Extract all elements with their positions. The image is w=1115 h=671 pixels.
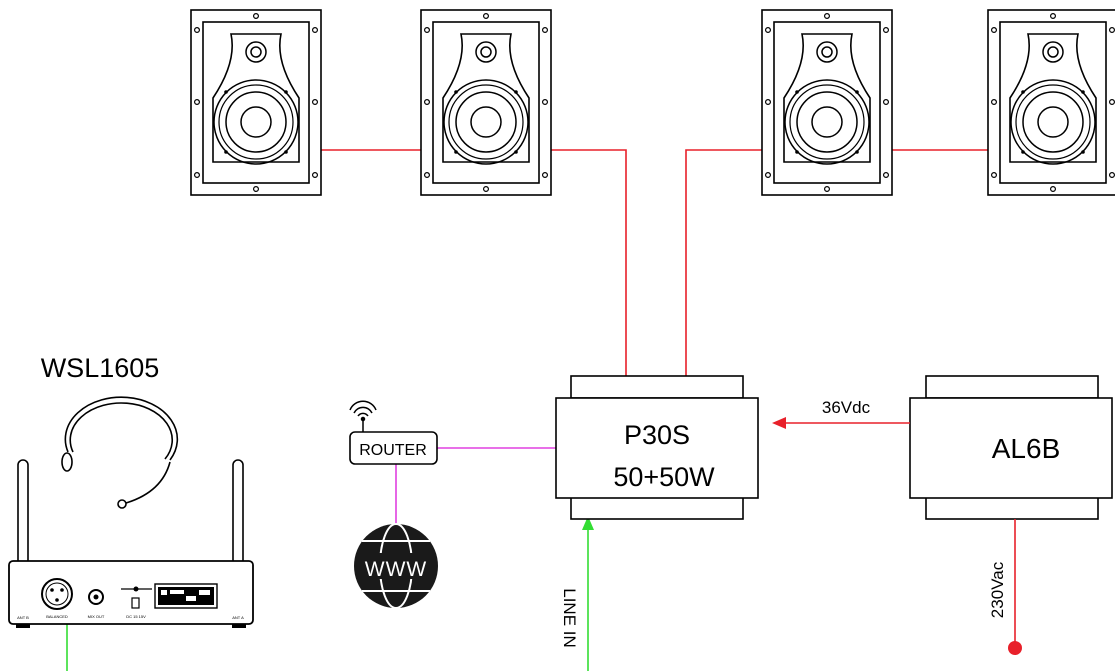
internet-globe: WWW	[354, 523, 438, 609]
wireless-receiver: ANT B BALANCED MIX OUT DC 15 15V ANT A	[8, 459, 254, 628]
headset-mic	[61, 396, 179, 509]
receiver-ant-a-label: ANT A	[232, 615, 244, 620]
wifi-icon	[349, 400, 377, 432]
internet-label: WWW	[365, 558, 427, 581]
receiver-dc-label: DC 15 15V	[126, 614, 146, 619]
receiver-balanced-label: BALANCED	[46, 614, 68, 619]
receiver-ant-b-label: ANT B	[17, 615, 29, 620]
speaker-wires	[321, 149, 988, 376]
line-in-label: LINE IN	[560, 588, 579, 648]
speaker-wire-3-amp	[685, 149, 762, 376]
router-label: ROUTER	[359, 442, 427, 459]
speaker-4	[987, 9, 1115, 196]
dc-supply-label: 36Vdc	[822, 398, 871, 417]
speaker-3	[761, 9, 893, 196]
receiver-mix-out-label: MIX OUT	[88, 614, 105, 619]
network-wires	[395, 447, 556, 524]
mic-system-label: WSL1605	[41, 353, 160, 383]
power-supply-name: AL6B	[992, 433, 1061, 464]
mains-label: 230Vac	[988, 561, 1007, 618]
mains-plug-dot	[1008, 641, 1022, 655]
amplifier-p30s: P30S 50+50W	[555, 375, 759, 520]
amplifier-power: 50+50W	[613, 462, 715, 492]
dc-supply-arrow	[772, 417, 786, 429]
speaker-wire-2-amp	[551, 149, 627, 376]
router: ROUTER	[349, 400, 438, 465]
speaker-1	[190, 9, 322, 196]
amplifier-name: P30S	[624, 420, 690, 450]
line-in-arrow	[582, 516, 594, 530]
power-supply-al6b: AL6B	[909, 375, 1113, 520]
speaker-2	[420, 9, 552, 196]
